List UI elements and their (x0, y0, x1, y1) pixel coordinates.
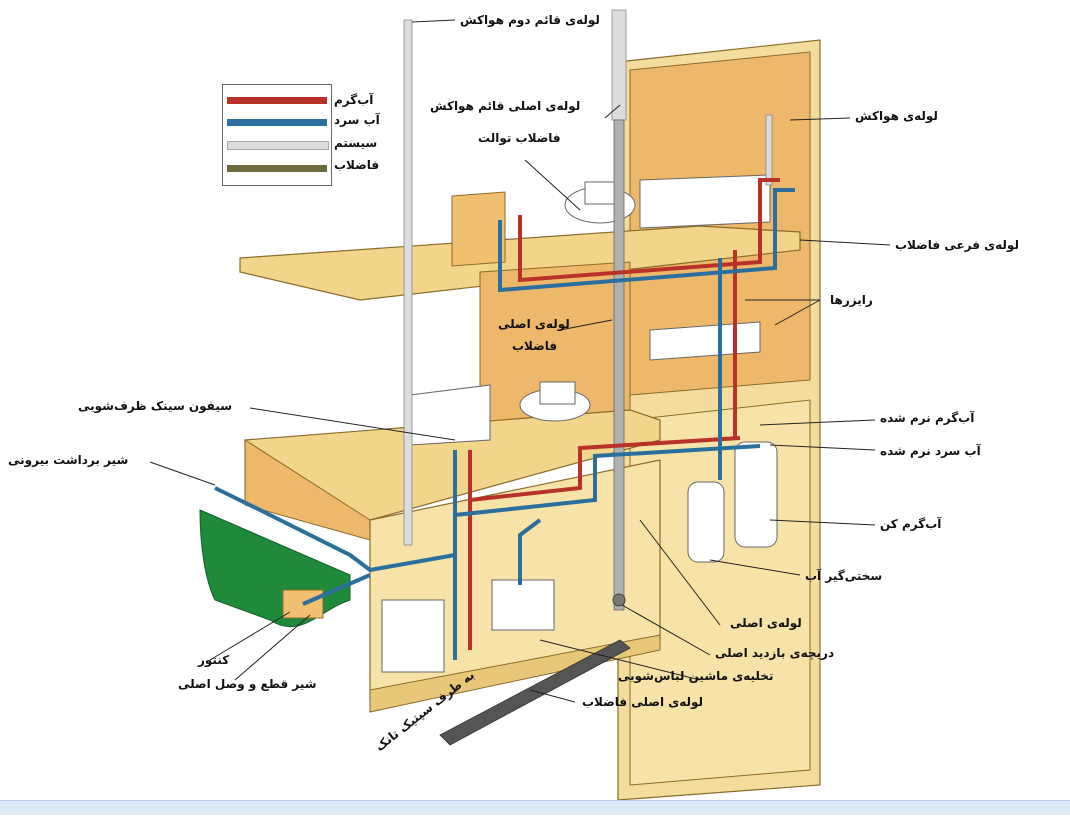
label-sink-trap: سیفون سینک ظرف‌شویی (78, 399, 233, 413)
legend-swatch-cold (227, 119, 327, 126)
cold-to-meter (302, 573, 371, 606)
hot-water-line-2 (468, 436, 741, 503)
label-softened-hot: آب‌گرم نرم شده (880, 411, 975, 425)
label-main-sewer: لوله‌ی اصلی فاضلاب (582, 695, 704, 709)
laundry-tub (491, 579, 555, 631)
sewer-line (439, 639, 631, 746)
washing-machine (381, 599, 445, 673)
label-water-softener: سختی‌گیر آب (805, 569, 883, 583)
label-vent-pipe: لوله‌ی هواکش (855, 109, 938, 123)
label-washer-drain: تخلیه‌ی ماشین لباس‌شویی (618, 669, 774, 683)
main-vent-stack (611, 9, 627, 121)
label-meter: کنتور (198, 653, 230, 667)
label-branch-drain: لوله‌ی فرعی فاضلاب (895, 238, 1019, 252)
legend (222, 84, 332, 186)
water-softener-tank (687, 481, 725, 563)
legend-label-cold: آب سرد (334, 113, 380, 127)
legend-swatch-hot (227, 97, 327, 104)
bathtub (639, 174, 771, 229)
label-main-drain-line1: لوله‌ی اصلی (498, 317, 570, 331)
right-vent (765, 114, 773, 186)
legend-label-waste: فاضلاب (334, 158, 380, 172)
legend-label-vent: سیستم (334, 136, 378, 150)
water-heater (734, 441, 778, 548)
legend-label-hot: آب‌گرم (334, 93, 374, 107)
second-vent-stack (403, 19, 413, 546)
label-softened-cold: آب سرد نرم شده (880, 444, 981, 458)
label-cleanout: دریچه‌ی بازدید اصلی (715, 646, 835, 660)
washer-waste (518, 518, 542, 585)
lower-sink (409, 384, 491, 446)
cleanout-cap (612, 593, 626, 607)
hot-water-line-1 (518, 178, 780, 283)
cold-water-line-1 (498, 188, 795, 293)
bottom-band (0, 800, 1070, 815)
lower-toilet-tank (539, 381, 576, 405)
label-main-valve: شیر قطع و وصل اصلی (178, 677, 317, 691)
legend-swatch-vent (227, 141, 329, 150)
cold-water-line-3 (214, 486, 456, 573)
leader-lines (149, 19, 891, 703)
upper-wall-box (451, 191, 506, 267)
upper-right-sink (649, 321, 761, 361)
label-water-heater: آب‌گرم کن (880, 517, 942, 531)
label-main-drain-line2: فاضلاب (512, 339, 558, 353)
cold-water-line-2 (453, 444, 761, 518)
label-second-vent-stack: لوله‌ی قائم دوم هواکش (460, 13, 600, 27)
label-outdoor-faucet: شیر برداشت بیرونی (8, 453, 129, 467)
label-main-pipe: لوله‌ی اصلی (730, 616, 802, 630)
legend-swatch-waste (227, 165, 327, 172)
label-risers: رایزرها (830, 293, 873, 307)
label-main-vent-stack: لوله‌ی اصلی قائم هواکش (430, 99, 581, 113)
label-toilet-drain: فاضلاب توالت (478, 131, 561, 145)
main-drain-stack (613, 119, 625, 611)
basement-floor (369, 634, 661, 713)
